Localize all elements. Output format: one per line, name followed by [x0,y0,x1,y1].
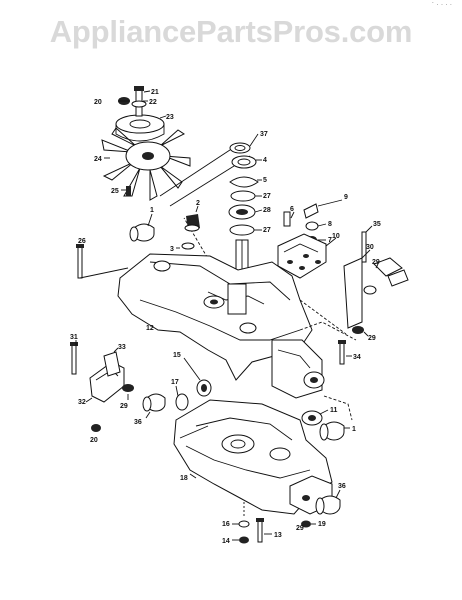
fan-center [142,152,154,160]
plate-33 [103,351,121,377]
callout: 1 [352,426,356,433]
callout: 13 [274,532,282,539]
bolt-34 [338,340,352,365]
lower-transaxle-housing [173,399,333,515]
callout: 29 [372,259,380,266]
callout: 27 [263,193,271,200]
callout: 15 [173,352,181,359]
callout: 12 [146,325,154,332]
callout: 27 [263,227,271,234]
callout: 29 [120,403,128,410]
nut-29b [352,326,364,334]
axle-housing-right [271,339,323,399]
callout: 26 [78,238,86,245]
shift-cover-assembly [277,199,343,279]
callout: 20 [94,99,102,106]
lower-left-bushings [142,357,212,419]
snap-ring-5 [229,176,259,188]
input-shaft-stack [183,133,263,277]
bushing-17 [175,393,189,411]
callout: 28 [263,207,271,214]
callout: 2 [196,200,200,207]
callout: 5 [263,177,267,184]
callout: 36 [134,419,142,426]
bushing-1-upper [129,213,155,242]
callout: 4 [263,157,267,164]
callout: 22 [149,99,157,106]
washer-27 [230,190,256,202]
callout-labels: 21 20 22 23 24 25 37 4 5 27 28 27 1 2 3 … [70,89,381,545]
callout: 6 [290,206,294,213]
callout: 9 [344,194,348,201]
callout: 19 [318,521,326,528]
pin-6 [283,211,291,227]
callout: 36 [338,483,346,490]
bolt-13 [257,519,263,543]
callout: 10 [332,233,340,240]
washer-8 [305,221,319,231]
nut-14 [239,536,249,544]
callout: 23 [166,114,174,121]
callout: 37 [260,131,268,138]
callout: 34 [353,354,361,361]
cover-10 [277,233,327,279]
callout: 21 [151,89,159,96]
callout: 16 [222,521,230,528]
callout: 18 [180,475,188,482]
callout: 11 [330,407,338,414]
left-bracket-assembly [70,340,134,432]
callout: 1 [150,207,154,214]
washer-16 [238,520,250,528]
callout: 3 [170,246,174,253]
watermark-text: AppliancePartsPros.com [49,14,413,49]
gear-and-bushing-lower [301,395,353,441]
callout: 32 [78,399,86,406]
nut-20b [91,424,101,432]
callout: 31 [70,334,78,341]
corner-mark: · . . . . [431,0,452,7]
cooling-fan-assembly [101,86,251,207]
callout: 14 [222,538,230,545]
bushing-36b [315,489,341,515]
ring-4 [231,155,257,169]
callout: 33 [118,344,126,351]
callout: 17 [171,379,179,386]
callout: 29 [368,335,376,342]
callout: 30 [366,244,374,251]
washer-27b [229,224,255,236]
callout: 35 [373,221,381,228]
fan-blades [101,127,191,201]
upper-transaxle-housing [117,253,357,399]
callout: 29 [296,525,304,532]
callout: 7 [328,237,332,244]
callout: 24 [94,156,102,163]
bolt-31 [71,343,77,375]
bracket-30 [343,257,363,329]
control-bracket [343,225,409,337]
seal-37 [229,142,251,154]
bottom-hardware [232,500,316,544]
fan-screw [126,186,131,196]
arm-9 [303,203,319,219]
callout: 20 [90,437,98,444]
callout: 8 [328,221,332,228]
bolt-26 [76,244,129,279]
callout: 25 [111,188,119,195]
nut-29c [122,384,134,392]
plug-2 [176,205,200,250]
nut-29d [301,520,311,528]
oring-3 [181,242,195,250]
pulley-top [115,114,165,134]
